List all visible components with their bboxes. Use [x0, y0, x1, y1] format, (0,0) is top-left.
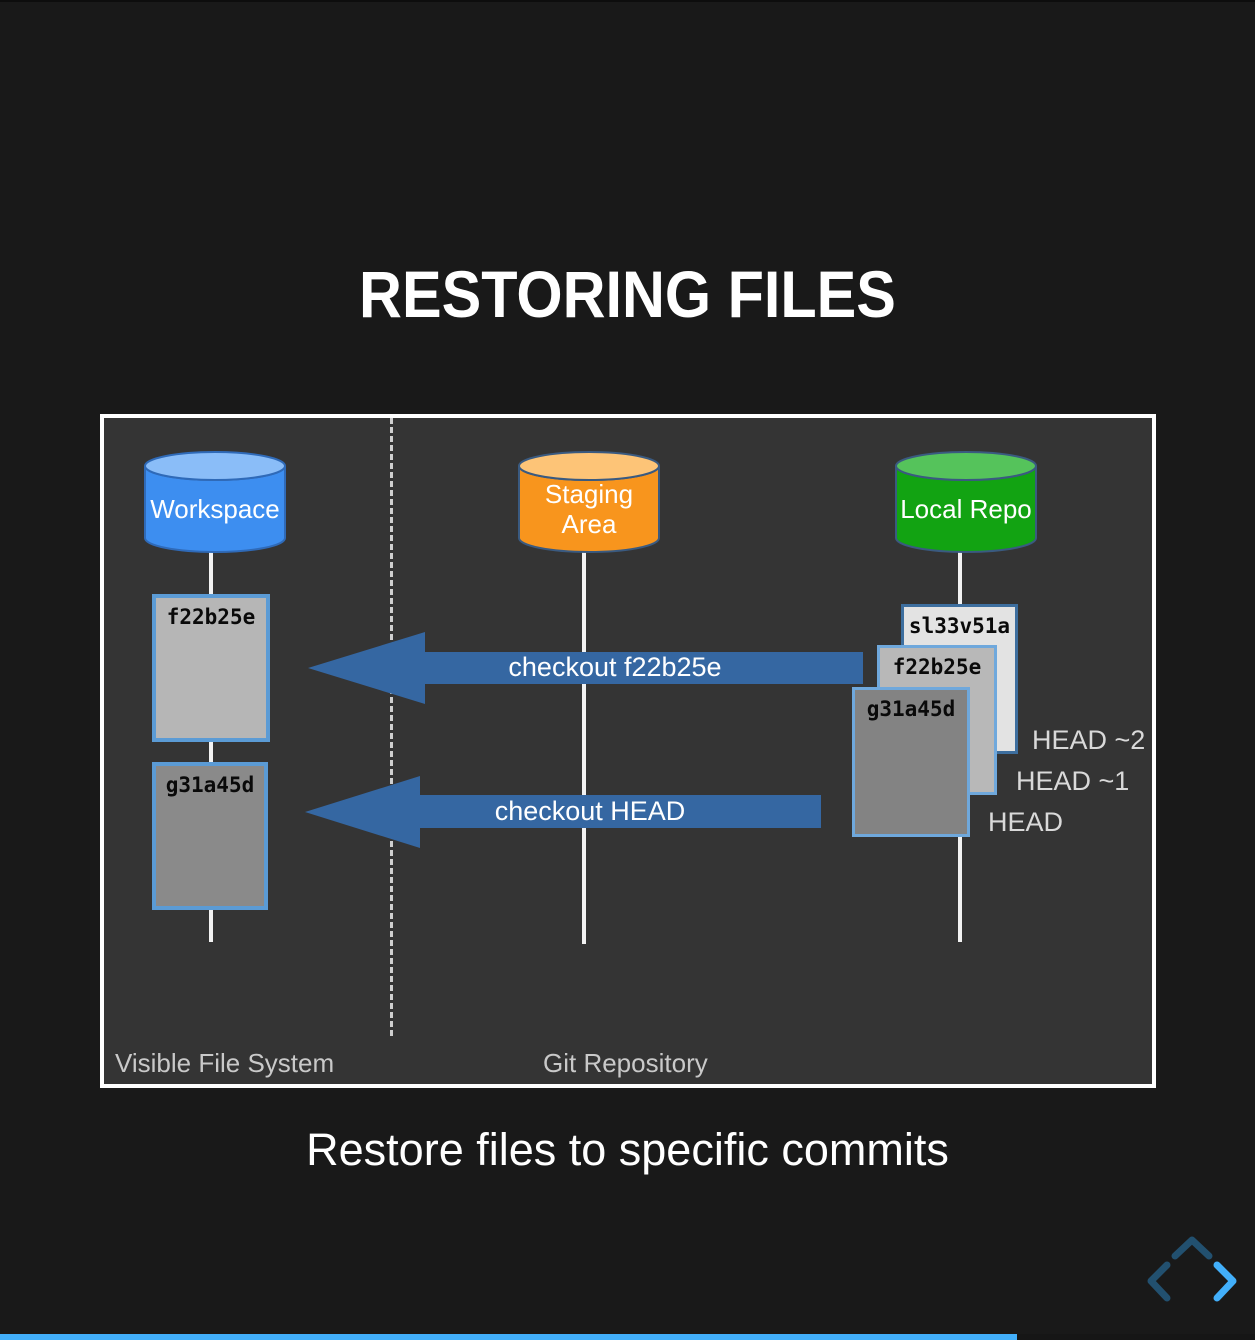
- diagram-panel: Workspace Staging Area Local Repo: [100, 414, 1156, 1088]
- database-cylinder-icon: [895, 451, 1037, 553]
- head-minus-2-label: HEAD ~2: [1032, 725, 1146, 755]
- workspace-commit-f22b25e: f22b25e: [152, 594, 270, 742]
- git-repository-label: Git Repository: [543, 1048, 708, 1078]
- slide-navigation-controls: [1147, 1236, 1237, 1302]
- filesystem-repo-divider: [390, 418, 393, 1036]
- database-cylinder-icon: [144, 451, 286, 553]
- slide-title: RESTORING FILES: [359, 257, 896, 331]
- left-arrow-icon: [308, 632, 863, 704]
- slide-caption: Restore files to specific commits: [306, 1124, 949, 1175]
- database-cylinder-icon: [518, 451, 660, 553]
- progress-bar[interactable]: [0, 1334, 1255, 1340]
- head-label: HEAD: [988, 807, 1064, 837]
- left-arrow-icon: [305, 776, 821, 848]
- staging-area-label: Staging Area: [544, 479, 634, 539]
- workspace-lifeline: [209, 552, 213, 942]
- workspace-cylinder: Workspace: [142, 450, 288, 554]
- workspace-commit-g31a45d: g31a45d: [152, 762, 268, 910]
- local-repo-label: Local Repo: [900, 494, 1032, 524]
- staging-area-cylinder: Staging Area: [516, 450, 662, 554]
- chevron-left-icon[interactable]: [1147, 1261, 1171, 1302]
- chevron-right-icon[interactable]: [1213, 1261, 1237, 1302]
- progress-fill: [0, 1334, 1017, 1340]
- checkout-f22b25e-arrow: checkout f22b25e: [305, 630, 865, 706]
- local-repo-cylinder: Local Repo: [893, 450, 1039, 554]
- checkout-f22b25e-label: checkout f22b25e: [508, 652, 722, 682]
- staging-lifeline: [582, 552, 586, 944]
- head-minus-1-label: HEAD ~1: [1016, 766, 1130, 796]
- repo-commit-g31a45d: g31a45d: [852, 687, 970, 837]
- visible-file-system-label: Visible File System: [115, 1048, 335, 1078]
- chevron-up-icon[interactable]: [1171, 1236, 1213, 1260]
- workspace-label: Workspace: [150, 494, 280, 524]
- checkout-head-arrow: checkout HEAD: [302, 774, 822, 850]
- checkout-head-label: checkout HEAD: [494, 796, 686, 826]
